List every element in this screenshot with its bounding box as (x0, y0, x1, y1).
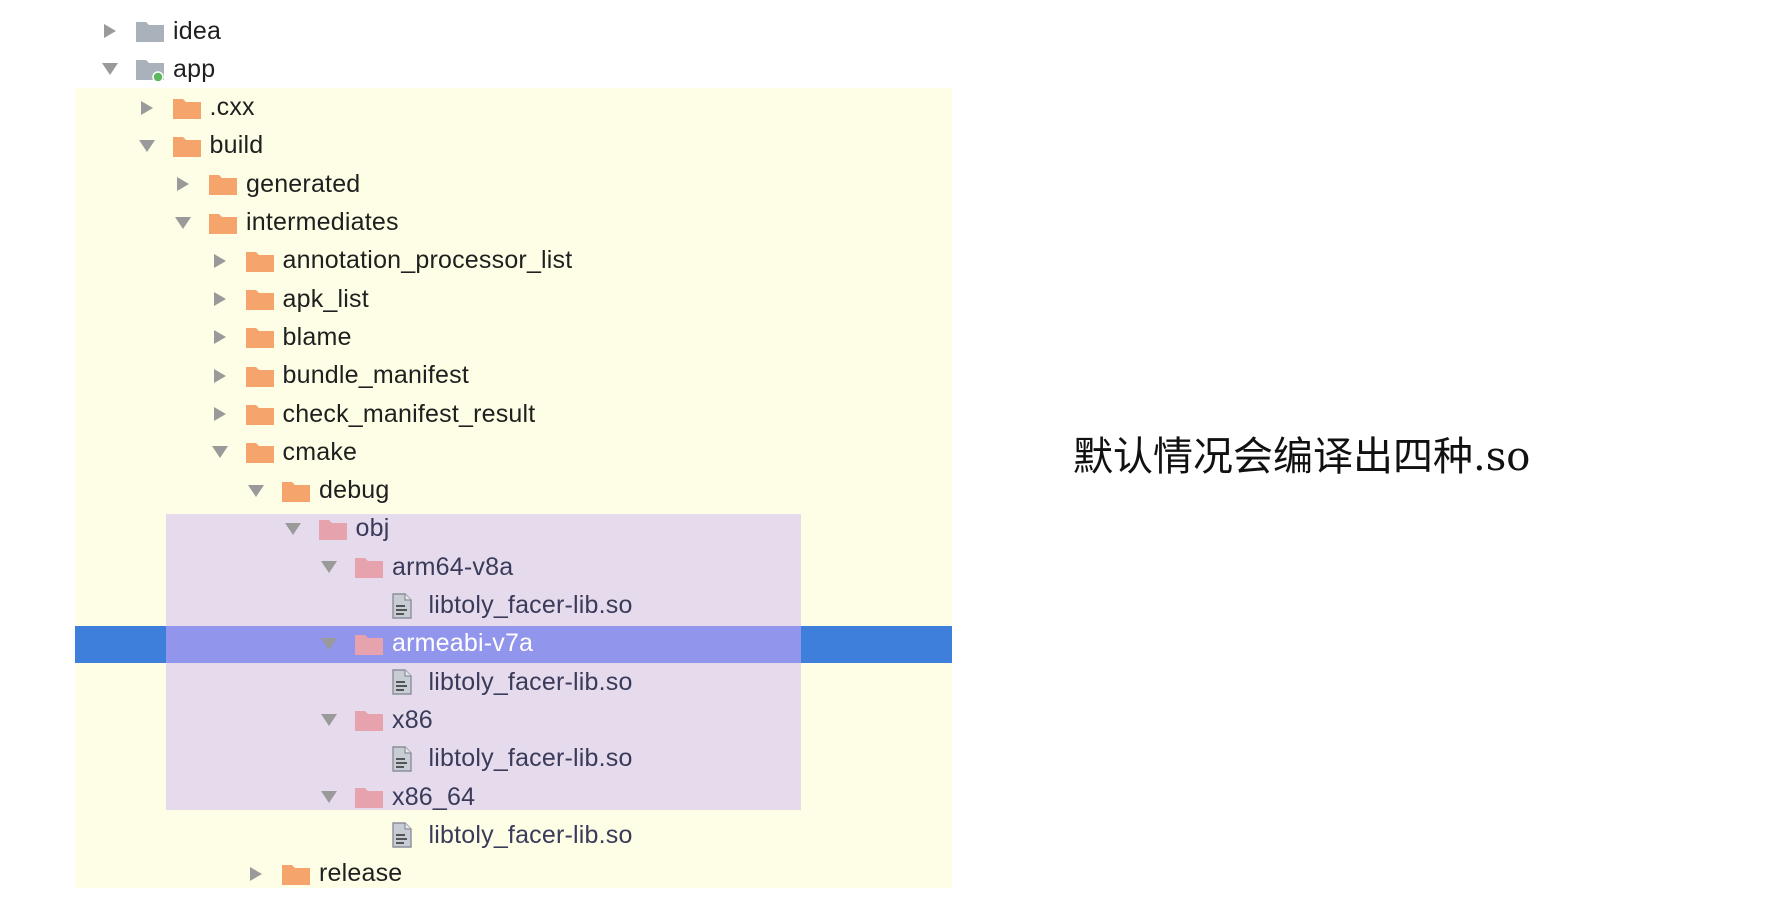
folder-icon (245, 325, 275, 349)
tree-item-label: libtoly_facer-lib.so (428, 667, 633, 696)
tree-item-label: debug (319, 476, 390, 505)
tree-file-item[interactable]: libtoly_facer-lib.so (0, 740, 1307, 778)
tree-item-label: apk_list (282, 284, 369, 313)
tree-folder-item[interactable]: bundle_manifest (0, 357, 1161, 395)
tree-folder-item[interactable]: x86_64 (0, 778, 1270, 816)
tree-folder-item[interactable]: release (0, 855, 1197, 893)
tree-file-item[interactable]: libtoly_facer-lib.so (0, 663, 1307, 701)
tree-folder-item[interactable]: arm64-v8a (0, 548, 1270, 586)
tree-folder-item[interactable]: annotation_processor_list (0, 242, 1161, 280)
collapse-arrow-icon[interactable] (211, 367, 229, 385)
tree-folder-item[interactable]: blame (0, 318, 1161, 356)
tree-folder-item[interactable]: debug (0, 472, 1197, 510)
expand-arrow-icon[interactable] (101, 60, 119, 78)
tree-item-label: bundle_manifest (282, 361, 469, 390)
folder-icon (245, 440, 275, 464)
tree-item-label: cmake (282, 437, 358, 466)
so-file-icon (391, 822, 421, 848)
tree-item-label: armeabi-v7a (392, 629, 534, 658)
tree-item-label: obj (355, 514, 390, 543)
folder-icon (208, 211, 238, 235)
tree-item-label: check_manifest_result (282, 399, 536, 428)
collapse-arrow-icon[interactable] (211, 405, 229, 423)
tree-folder-item[interactable]: .cxx (0, 89, 1088, 127)
expand-arrow-icon[interactable] (284, 520, 302, 538)
collapse-arrow-icon[interactable] (138, 99, 156, 117)
expand-arrow-icon[interactable] (320, 558, 338, 576)
tree-folder-item[interactable]: intermediates (0, 204, 1124, 242)
tree-file-item[interactable]: libtoly_facer-lib.so (0, 587, 1307, 625)
tree-folder-item[interactable]: apk_list (0, 280, 1161, 318)
tree-item-label: intermediates (246, 208, 399, 236)
tree-item-label: libtoly_facer-lib.so (428, 591, 633, 619)
tree-folder-item[interactable]: check_manifest_result (0, 395, 1161, 433)
so-file-icon (391, 669, 421, 695)
expand-arrow-icon[interactable] (211, 443, 229, 461)
tree-folder-item[interactable]: x86 (0, 701, 1270, 739)
collapse-arrow-icon[interactable] (211, 290, 229, 308)
so-file-icon (391, 745, 421, 772)
tree-item-label: app (173, 54, 216, 83)
folder-icon (281, 862, 311, 886)
folder-icon (281, 479, 311, 503)
expand-arrow-icon[interactable] (174, 214, 192, 232)
tree-item-label: x86 (392, 705, 433, 734)
tree-item-label: libtoly_facer-lib.so (428, 744, 633, 773)
tree-file-item[interactable]: libtoly_facer-lib.so (0, 816, 1307, 854)
collapse-arrow-icon[interactable] (247, 865, 265, 883)
project-tree: idea app .cxx build generated intermediates an… (102, 17, 632, 887)
folder-icon (245, 402, 275, 426)
folder-icon (135, 19, 165, 43)
collapse-arrow-icon[interactable] (101, 22, 119, 40)
tree-folder-item[interactable]: cmake (0, 433, 1161, 471)
folder-icon (354, 555, 384, 579)
folder-icon (354, 632, 384, 656)
folder-icon (208, 172, 238, 196)
expand-arrow-icon[interactable] (138, 137, 156, 155)
tree-folder-item[interactable]: build (0, 127, 1088, 165)
collapse-arrow-icon[interactable] (211, 328, 229, 346)
expand-arrow-icon[interactable] (320, 711, 338, 729)
tree-item-label: blame (282, 322, 352, 351)
tree-item-label: generated (246, 169, 361, 198)
expand-arrow-icon[interactable] (320, 788, 338, 806)
tree-folder-item[interactable]: armeabi-v7a (0, 625, 1270, 663)
tree-item-label: libtoly_facer-lib.so (428, 820, 633, 849)
tree-folder-item[interactable]: idea (0, 12, 1051, 50)
folder-icon (354, 708, 384, 732)
folder-icon (172, 134, 202, 158)
module-folder-icon (135, 57, 165, 82)
folder-icon (245, 249, 275, 273)
expand-arrow-icon[interactable] (247, 482, 265, 500)
selection-overlay (166, 626, 801, 663)
folder-icon (172, 96, 202, 120)
tree-item-label: x86_64 (392, 782, 476, 811)
tree-item-label: idea (173, 16, 222, 45)
tree-item-label: annotation_processor_list (282, 246, 573, 275)
tree-folder-item[interactable]: obj (0, 510, 1234, 548)
tree-item-label: .cxx (209, 93, 255, 122)
folder-icon (245, 287, 275, 311)
caption-text: 默认情况会编译出四种.so (1073, 434, 1531, 480)
tree-item-label: release (319, 859, 403, 888)
tree-folder-item[interactable]: generated (0, 165, 1124, 203)
folder-icon (318, 517, 348, 541)
folder-icon (354, 785, 384, 809)
tree-folder-item[interactable]: app (0, 50, 1051, 88)
folder-icon (245, 364, 275, 388)
so-file-icon (391, 592, 421, 619)
tree-item-label: build (209, 131, 264, 160)
collapse-arrow-icon[interactable] (174, 175, 192, 193)
expand-arrow-icon[interactable] (320, 635, 338, 653)
tree-item-label: arm64-v8a (392, 552, 514, 581)
collapse-arrow-icon[interactable] (211, 252, 229, 270)
